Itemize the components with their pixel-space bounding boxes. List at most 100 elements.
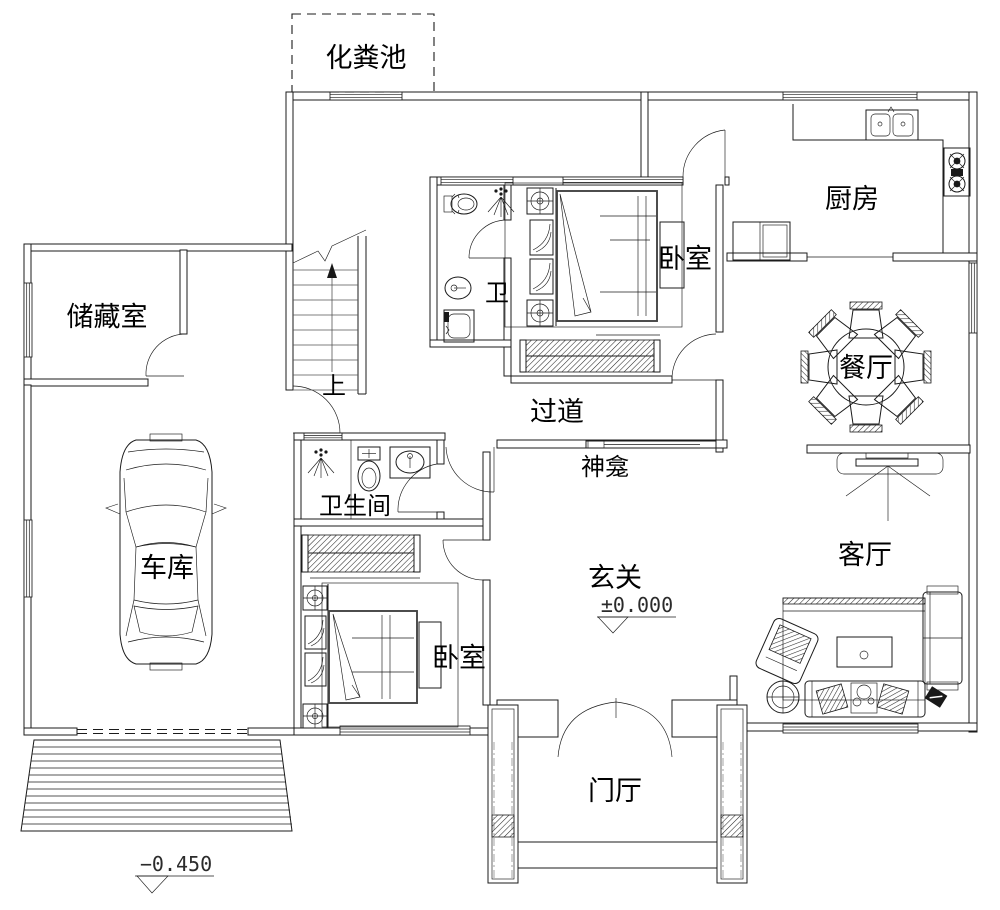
label-storage: 储藏室 bbox=[67, 302, 148, 333]
label-living: 客厅 bbox=[838, 540, 892, 571]
label-septic-tank: 化粪池 bbox=[326, 43, 407, 74]
car-icon bbox=[105, 433, 227, 671]
side-table-icon bbox=[659, 221, 685, 289]
label-kitchen: 厨房 bbox=[825, 184, 879, 215]
ramp-icon bbox=[20, 739, 293, 832]
elevation-entrance-value: ±0.000 bbox=[601, 593, 673, 617]
armchair-icon bbox=[755, 617, 819, 685]
nightstand-icon bbox=[526, 187, 554, 215]
sofa-table-icon bbox=[850, 682, 878, 714]
chair-icon bbox=[848, 395, 884, 433]
chair-icon bbox=[808, 374, 859, 425]
chair-icon bbox=[848, 301, 884, 339]
wardrobe-icon bbox=[301, 534, 421, 579]
bed-icon bbox=[555, 188, 658, 326]
tv-cabinet bbox=[836, 452, 944, 521]
label-garage: 车库 bbox=[140, 553, 194, 584]
wardrobe-icon bbox=[519, 334, 661, 373]
window-bedroom-top-icon bbox=[562, 176, 684, 186]
window-garage-icon bbox=[23, 519, 33, 598]
side-table-icon bbox=[418, 621, 442, 689]
door-garage-corridor-icon bbox=[292, 385, 341, 434]
shower-icon bbox=[487, 187, 515, 217]
window-stairwell-icon bbox=[329, 91, 403, 101]
foyer bbox=[487, 704, 748, 884]
window-dining-icon bbox=[968, 262, 978, 334]
dining-table-icon bbox=[827, 328, 905, 406]
garage bbox=[105, 433, 227, 671]
pillow-icon bbox=[529, 219, 554, 295]
label-corridor: 过道 bbox=[530, 397, 584, 428]
kitchen bbox=[732, 104, 971, 261]
door-storage-icon bbox=[145, 333, 185, 377]
label-bedroom-bottom: 卧室 bbox=[432, 643, 486, 674]
speaker-icon bbox=[924, 686, 948, 708]
window-storage-icon bbox=[23, 282, 33, 358]
chair-icon bbox=[808, 309, 859, 360]
window-toilet-icon bbox=[440, 176, 514, 186]
label-entrance: 玄关 bbox=[588, 563, 642, 594]
sink-icon bbox=[865, 106, 919, 141]
stove-icon bbox=[943, 147, 971, 197]
label-shrine: 神龛 bbox=[581, 453, 629, 481]
garage-door-icon bbox=[77, 729, 248, 734]
door-toilet-icon bbox=[468, 219, 508, 259]
window-bathroom-icon bbox=[303, 432, 343, 441]
door-kitchen-icon bbox=[682, 129, 726, 178]
shower-icon bbox=[307, 448, 335, 478]
nightstand-icon bbox=[526, 299, 554, 327]
kitchen-cabinet-icon bbox=[732, 221, 791, 261]
dining-chairs bbox=[800, 301, 932, 433]
entry-steps bbox=[518, 841, 717, 869]
door-corridor-hall-icon bbox=[445, 446, 495, 493]
sofa-right-icon bbox=[922, 585, 963, 691]
side-table-round-icon bbox=[766, 680, 800, 714]
living-room bbox=[755, 585, 963, 718]
chair-icon bbox=[800, 349, 838, 385]
nightstand-icon bbox=[302, 585, 328, 611]
doors bbox=[77, 129, 726, 758]
bedroom-top bbox=[504, 182, 685, 373]
toilet-icon bbox=[357, 446, 381, 492]
elevation-outdoor-value: −0.450 bbox=[140, 852, 212, 876]
label-bedroom-top: 卧室 bbox=[658, 244, 712, 275]
window-bedroom-bottom-icon bbox=[339, 725, 471, 736]
window-living-icon bbox=[782, 723, 919, 734]
dining-room bbox=[800, 301, 932, 433]
chair-icon bbox=[873, 309, 924, 360]
chair-icon bbox=[873, 374, 924, 425]
label-foyer: 门厅 bbox=[588, 776, 642, 807]
label-toilet: 卫 bbox=[485, 279, 509, 307]
stairs-icon bbox=[292, 229, 367, 395]
room-labels: 化粪池 厨房 卧室 储藏室 卫 餐厅 过道 神龛 卫生间 车库 玄关 客厅 卧室… bbox=[67, 43, 894, 876]
counter-icon bbox=[792, 104, 944, 253]
foyer-columns bbox=[487, 704, 748, 884]
coffee-table-icon bbox=[836, 636, 893, 668]
toilet-room bbox=[443, 187, 515, 343]
elevation-marker-entrance bbox=[597, 616, 676, 634]
door-bedroom-bottom-icon bbox=[442, 539, 484, 581]
toilet-icon bbox=[443, 193, 478, 215]
sofa-icon bbox=[804, 680, 926, 718]
windows bbox=[23, 91, 978, 736]
elevation-marker-outdoor bbox=[135, 875, 214, 894]
label-dining: 餐厅 bbox=[839, 353, 893, 384]
septic-tank bbox=[291, 13, 435, 93]
bathroom bbox=[307, 440, 431, 519]
window-kitchen-icon bbox=[782, 91, 918, 101]
chair-icon bbox=[894, 349, 932, 385]
label-stairs-up: 上 bbox=[322, 372, 346, 400]
washbasin-icon bbox=[444, 276, 472, 300]
washbasin-icon bbox=[389, 446, 431, 479]
nightstand-icon bbox=[302, 703, 328, 729]
bedroom-bottom bbox=[302, 582, 459, 729]
bed-icon bbox=[327, 584, 418, 728]
shrine-niche bbox=[585, 440, 717, 449]
door-bedroom-top-icon bbox=[671, 333, 717, 381]
label-bathroom: 卫生间 bbox=[319, 492, 391, 520]
tv-icon bbox=[845, 452, 931, 521]
shower-tray-icon bbox=[443, 309, 475, 343]
door-foyer-double-icon bbox=[557, 698, 673, 758]
